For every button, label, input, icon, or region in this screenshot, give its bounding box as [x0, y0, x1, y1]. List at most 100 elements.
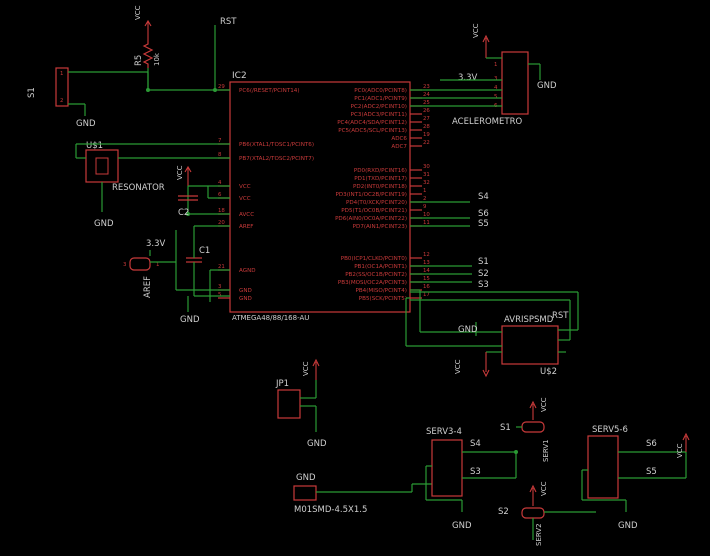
ic-pin-number: 16	[423, 284, 430, 290]
avrisp-label: AVRISPSMD	[504, 315, 554, 325]
serv1-s1: S1	[500, 423, 511, 433]
ic-pin-label: PC3(ADC3/PCINT11)	[351, 112, 407, 118]
gnd-label-serv56: GND	[618, 521, 638, 531]
gnd-label-resonator: GND	[94, 219, 114, 229]
ic-pin-number: 6	[218, 192, 222, 198]
vcc-label-ic: VCC	[176, 165, 184, 180]
m01-section: GND M01SMD-4.5X1.5	[293, 473, 432, 515]
accelerometer-section: 1 3 4 5 6 VCC GND 3.3V ACELEROMETRO	[410, 23, 557, 127]
ic-pin-label: PB2(SS/OC1B/PCINT2)	[345, 272, 407, 278]
resonator-u1[interactable]	[85, 149, 119, 183]
us2-label: U$2	[540, 367, 557, 377]
serv34-connector[interactable]	[431, 439, 463, 497]
ic-pin-label: PB7(XTAL2/TOSC2/PCINT7)	[239, 156, 314, 162]
ic-pin-label: AGND	[239, 268, 256, 274]
serv56-connector[interactable]	[587, 435, 619, 499]
gnd-label-serv34: GND	[452, 521, 472, 531]
ic-pin-number: 30	[423, 164, 430, 170]
ic-pin-number: 4	[218, 180, 222, 186]
ic-pin-number: 32	[423, 180, 430, 186]
ic-pin-label: PD2(INT0/PCINT18)	[353, 184, 407, 190]
ic-pin-number: 17	[423, 292, 430, 298]
ic-pin-number: 24	[423, 92, 430, 98]
serv1-label: SERV1	[542, 439, 550, 462]
gnd-label-m01: GND	[296, 473, 316, 483]
serv2-s2: S2	[498, 507, 509, 517]
s1-label: S1	[27, 87, 37, 98]
resistor-r5[interactable]	[142, 40, 154, 68]
ic-pin-label: VCC	[239, 196, 251, 202]
avrisp-connector[interactable]	[501, 325, 559, 365]
vcc-label-acel: VCC	[472, 23, 480, 38]
net-s1: S1	[478, 257, 489, 267]
jumper-jp1[interactable]	[277, 389, 301, 419]
serv56-label: SERV5-6	[592, 425, 628, 435]
ic-pin-number: 15	[423, 276, 430, 282]
svg-text:1: 1	[494, 62, 497, 68]
net-s6: S6	[478, 209, 489, 219]
ic-pin-label: GND	[239, 288, 252, 294]
serv56-section: SERV5-6 S6 S5 VCC GND	[581, 425, 690, 531]
ic-pin-label: PD5(T1/OC0B/PCINT21)	[341, 208, 407, 214]
ic-pin-number: 25	[423, 100, 430, 106]
ic-pin-label: PC2(ADC2/PCINT10)	[351, 104, 407, 110]
vcc-label: VCC	[134, 5, 142, 20]
switch-s1[interactable]	[55, 67, 69, 107]
svg-text:3: 3	[123, 262, 126, 268]
ic-pin-number: 23	[423, 84, 430, 90]
ic-pin-label: AVCC	[239, 212, 254, 218]
net-s4: S4	[478, 192, 489, 202]
net-s2: S2	[478, 269, 489, 279]
ic2-symbol[interactable]: IC2 ATMEGA48/88/168-AU 29PC6(/RESET/PCIN…	[218, 71, 430, 322]
serv34-section: SERV3-4 S4 S3 GND	[425, 427, 518, 531]
aref-jumper[interactable]	[129, 257, 151, 271]
us1-label: U$1	[86, 141, 103, 151]
gnd-label-s1: GND	[76, 119, 96, 129]
serv56-s5: S5	[646, 467, 657, 477]
m01smd-pad[interactable]	[293, 485, 317, 501]
ic-pin-label: PB1(OC1A/PCINT1)	[354, 264, 407, 270]
ic-pin-number: 29	[218, 84, 225, 90]
ic2-left-pins: 29PC6(/RESET/PCINT14)7PB6(XTAL1/TOSC1/PC…	[218, 84, 314, 302]
ic2-refdes: IC2	[232, 71, 247, 81]
net-s5: S5	[478, 219, 489, 229]
svg-text:4: 4	[494, 85, 498, 91]
serv2-jumper[interactable]	[521, 507, 545, 519]
ic-pin-number: 2	[423, 196, 426, 202]
serv34-label: SERV3-4	[426, 427, 462, 437]
svg-text:1: 1	[60, 71, 63, 77]
ic-pin-label: PC4(ADC4/SDA/PCINT12)	[337, 120, 407, 126]
serv1-jumper[interactable]	[521, 421, 545, 433]
svg-text:2: 2	[60, 98, 63, 104]
ic-pin-number: 13	[423, 260, 430, 266]
v33-label-acel: 3.3V	[458, 73, 478, 83]
ic-pin-label: PD0(RXD/PCINT16)	[354, 168, 407, 174]
ic-pin-label: VCC	[239, 184, 251, 190]
c1-label: C1	[199, 246, 210, 256]
ic-pin-label: ADC7	[391, 144, 407, 150]
gnd-label-jp1: GND	[307, 439, 327, 449]
ic-pin-number: 9	[423, 204, 427, 210]
ic-pin-label: PC1(ADC1/PCINT9)	[354, 96, 407, 102]
ic-pin-number: 3	[218, 284, 221, 290]
jp1-section: JP1 VCC GND	[275, 358, 327, 449]
ic-pin-label: PC0(ADC0/PCINT8)	[354, 88, 407, 94]
accelerometer-connector[interactable]	[501, 51, 529, 115]
svg-text:5: 5	[494, 94, 497, 100]
avrisp-section: AVRISPSMD U$2 RST GND VCC	[405, 289, 579, 378]
vcc-label-jp1: VCC	[302, 361, 310, 376]
